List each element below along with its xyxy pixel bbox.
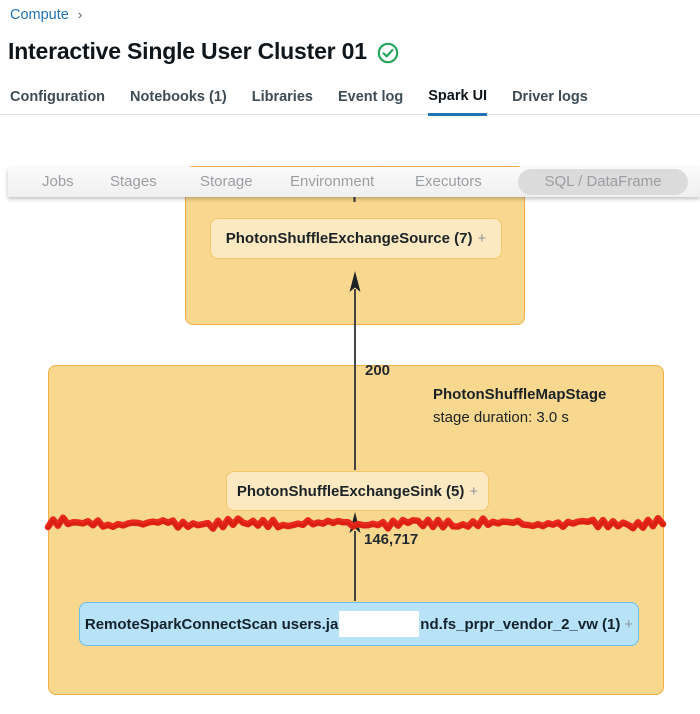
- tab-event-log[interactable]: Event log: [337, 89, 404, 105]
- stage-duration: stage duration: 3.0 s: [433, 409, 569, 426]
- edge-rowcount-label: 200: [365, 362, 391, 379]
- redaction-box: [339, 611, 420, 637]
- breadcrumb-compute-link[interactable]: Compute: [10, 7, 69, 23]
- breadcrumb: Compute ›: [10, 7, 82, 23]
- tab-libraries[interactable]: Libraries: [251, 89, 313, 105]
- expand-plus-icon[interactable]: +: [624, 615, 634, 633]
- tab-driver-logs[interactable]: Driver logs: [512, 89, 588, 105]
- cluster-tab-bar: Configuration Notebooks (1) Libraries Ev…: [0, 82, 700, 116]
- node-photon-shuffle-exchange-source[interactable]: PhotonShuffleExchangeSource (7) +: [210, 218, 502, 259]
- title-row: Interactive Single User Cluster 01: [8, 38, 399, 65]
- stage-box-photon-shuffle-map-stage: PhotonShuffleMapStage stage duration: 3.…: [48, 365, 664, 695]
- node-photon-shuffle-exchange-sink[interactable]: PhotonShuffleExchangeSink (5) +: [226, 471, 489, 511]
- scan-label-suffix: nd.fs_prpr_vendor_2_vw (1): [420, 615, 621, 633]
- subnav-storage[interactable]: Storage: [200, 173, 253, 190]
- tab-notebooks[interactable]: Notebooks (1): [130, 89, 227, 105]
- subnav-stages[interactable]: Stages: [110, 173, 157, 190]
- node-remote-spark-connect-scan[interactable]: RemoteSparkConnectScan users.ja nd.fs_pr…: [79, 602, 639, 646]
- breadcrumb-chevron-icon: ›: [77, 7, 83, 22]
- scan-label-prefix: RemoteSparkConnectScan users.ja: [84, 615, 339, 633]
- spark-ui-subnav: Jobs Stages Storage Environment Executor…: [8, 167, 700, 197]
- cluster-running-status-icon: [377, 42, 399, 64]
- subnav-sql-dataframe-selected[interactable]: SQL / DataFrame: [518, 169, 688, 195]
- subnav-jobs[interactable]: Jobs: [42, 173, 74, 190]
- expand-plus-icon[interactable]: +: [477, 230, 487, 247]
- subnav-executors[interactable]: Executors: [415, 173, 482, 190]
- tab-spark-ui[interactable]: Spark UI: [428, 82, 488, 116]
- tab-configuration[interactable]: Configuration: [10, 89, 106, 105]
- expand-plus-icon[interactable]: +: [469, 482, 479, 500]
- node-source-label: PhotonShuffleExchangeSource (7): [225, 230, 473, 247]
- subnav-environment[interactable]: Environment: [290, 173, 375, 190]
- page-title: Interactive Single User Cluster 01: [8, 38, 367, 64]
- edge-rowcount-label: 146,717: [364, 531, 419, 548]
- node-sink-label: PhotonShuffleExchangeSink (5): [236, 482, 465, 500]
- stage-title: PhotonShuffleMapStage: [433, 386, 607, 403]
